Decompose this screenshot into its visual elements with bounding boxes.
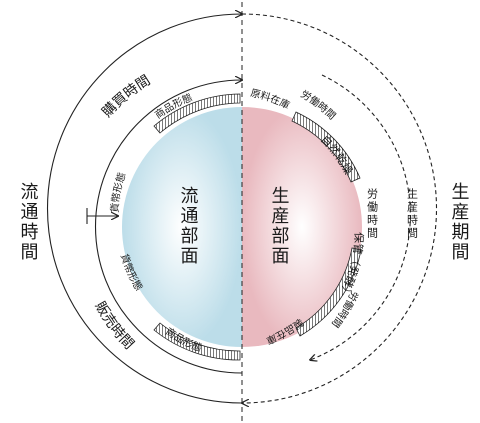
label-hanbai-jikan: 販売時間 bbox=[91, 299, 136, 353]
label-seisan-bumen: 生産部面 bbox=[269, 186, 290, 266]
label-kobai-jikan: 購買時間 bbox=[99, 73, 153, 121]
hatch-band-bottom-left bbox=[153, 322, 241, 361]
label-ryutsu-bumen: 流通部面 bbox=[178, 186, 199, 266]
production-period-outer-arc bbox=[242, 13, 437, 403]
production-time-arc bbox=[310, 74, 411, 360]
label-seisan-kikan: 生産期間 bbox=[449, 182, 470, 262]
hatch-band-bottom-right bbox=[295, 247, 362, 337]
hatch-band-top-left bbox=[153, 93, 241, 134]
label-seisan-jikan: 生産時間 bbox=[406, 187, 419, 240]
hatch-band-top-right bbox=[291, 111, 361, 183]
circulation-time-outer-arc bbox=[47, 14, 243, 404]
circulation-half-fill bbox=[122, 107, 242, 347]
production-half-fill bbox=[242, 107, 362, 347]
label-ryutsu-jikan: 流通時間 bbox=[18, 182, 39, 262]
label-rodo-jikan-mid: 労働時間 bbox=[366, 187, 379, 240]
purchase-sale-time-arc bbox=[94, 80, 242, 374]
